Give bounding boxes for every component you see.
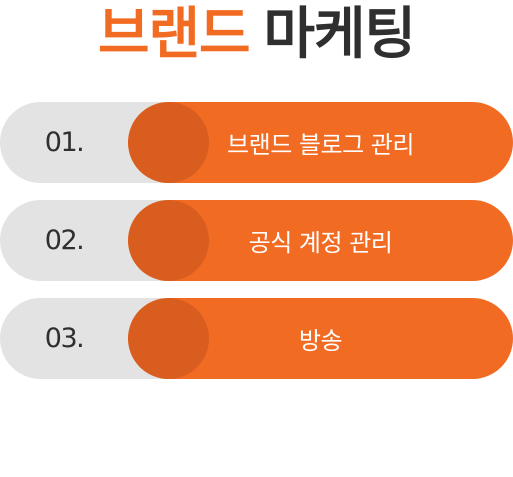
list-item: 01. 브랜드 블로그 관리 <box>0 102 513 183</box>
item-number: 02. <box>44 225 85 256</box>
list-item: 03. 방송 <box>0 298 513 379</box>
item-label: 브랜드 블로그 관리 <box>227 131 414 159</box>
item-pill: 브랜드 블로그 관리 <box>128 102 513 183</box>
item-number: 03. <box>44 323 85 354</box>
item-pill: 공식 계정 관리 <box>128 200 513 281</box>
item-label: 방송 <box>298 327 343 355</box>
list-item: 02. 공식 계정 관리 <box>0 200 513 281</box>
pill-cap <box>128 102 209 183</box>
pill-cap <box>128 200 209 281</box>
title-rest: 마케팅 <box>263 2 417 67</box>
item-label: 공식 계정 관리 <box>248 229 393 257</box>
title-accent: 브랜드 <box>97 2 251 67</box>
service-list: 01. 브랜드 블로그 관리 02. 공식 계정 관리 03. 방송 <box>0 102 513 396</box>
pill-cap <box>128 298 209 379</box>
item-number: 01. <box>44 127 85 158</box>
item-pill: 방송 <box>128 298 513 379</box>
page-title: 브랜드 마케팅 <box>0 0 513 70</box>
